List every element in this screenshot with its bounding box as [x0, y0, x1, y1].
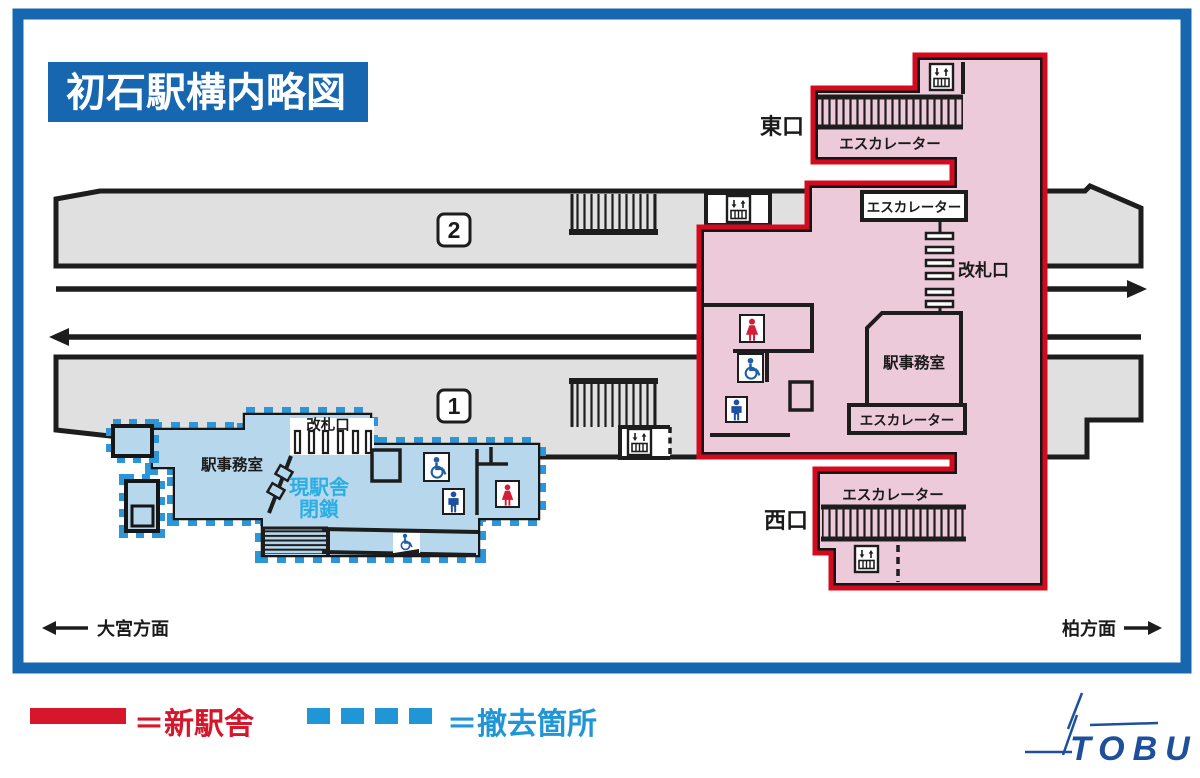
- logo-text: TOBU: [1070, 730, 1198, 768]
- platform2-number: 2: [448, 217, 461, 243]
- arrow-left-icon: [42, 621, 56, 635]
- elevator-icon: [725, 194, 752, 224]
- escalator-label-west: エスカレーター: [842, 487, 944, 504]
- old-building-annex-2: [119, 474, 165, 538]
- restrooms-new: [704, 303, 814, 437]
- elevator-icon: [626, 427, 653, 457]
- station-office-label-old: 駅事務室: [200, 455, 263, 474]
- platform2-elevator: [704, 191, 772, 227]
- old-station-building: [145, 407, 546, 563]
- elevator-icon: [928, 62, 955, 92]
- east-exit-area: エスカレーター 東口: [760, 62, 965, 153]
- platform2-stairs: [569, 194, 658, 235]
- legend-removed-label: ＝撤去箇所: [447, 707, 597, 741]
- direction-left: 大宮方面: [42, 618, 169, 639]
- legend-new-label: ＝新駅舎: [134, 708, 254, 741]
- arrow-right-icon: [1127, 280, 1147, 298]
- elevator-icon: [853, 544, 880, 574]
- closure-label-line1: 現駅舎: [289, 476, 350, 499]
- arrow-left-icon: [49, 328, 69, 346]
- title-block: 初石駅構内略図: [48, 62, 368, 122]
- toward-omiya-label: 大宮方面: [97, 618, 169, 639]
- platform1-badge: 1: [436, 388, 472, 424]
- escalator-label-office: エスカレーター: [860, 413, 955, 428]
- closure-label-line2: 閉鎖: [299, 497, 340, 521]
- platform1-number: 1: [448, 393, 461, 419]
- east-exit-label: 東口: [760, 114, 804, 139]
- escalator-label-east: エスカレーター: [839, 136, 941, 153]
- arrow-right-icon: [1148, 621, 1162, 635]
- escalator-label-concourse: エスカレーター: [867, 200, 962, 215]
- platform2-badge: 2: [436, 212, 472, 248]
- legend-removed-swatch: [307, 708, 432, 724]
- west-exit-label: 西口: [764, 508, 808, 533]
- platform1-elevator: [618, 425, 672, 460]
- west-exit-area: エスカレーター 西口: [764, 487, 966, 582]
- page-title: 初石駅構内略図: [66, 71, 346, 115]
- old-building-annex-1: [106, 419, 159, 463]
- concourse-area: エスカレーター 改札口 駅事務室 エスカレーター: [847, 190, 1009, 435]
- ticket-gate-label-old: 改札口: [306, 416, 350, 434]
- platform1-stairs: [569, 378, 658, 427]
- ticket-gates-new: [924, 231, 955, 309]
- old-building-interior: 改札口 駅事務室 現駅舎 閉鎖: [200, 416, 520, 557]
- station-office-label-new: 駅事務室: [882, 353, 945, 372]
- toward-kashiwa-label: 柏方面: [1062, 618, 1116, 639]
- legend-new-line-swatch: [30, 708, 126, 724]
- tobu-logo: TOBU: [1025, 692, 1198, 768]
- legend: ＝新駅舎 ＝撤去箇所: [30, 707, 597, 741]
- direction-right: 柏方面: [1062, 618, 1162, 639]
- ticket-gate-label-new: 改札口: [958, 260, 1009, 280]
- ticket-gates-old: [293, 429, 373, 455]
